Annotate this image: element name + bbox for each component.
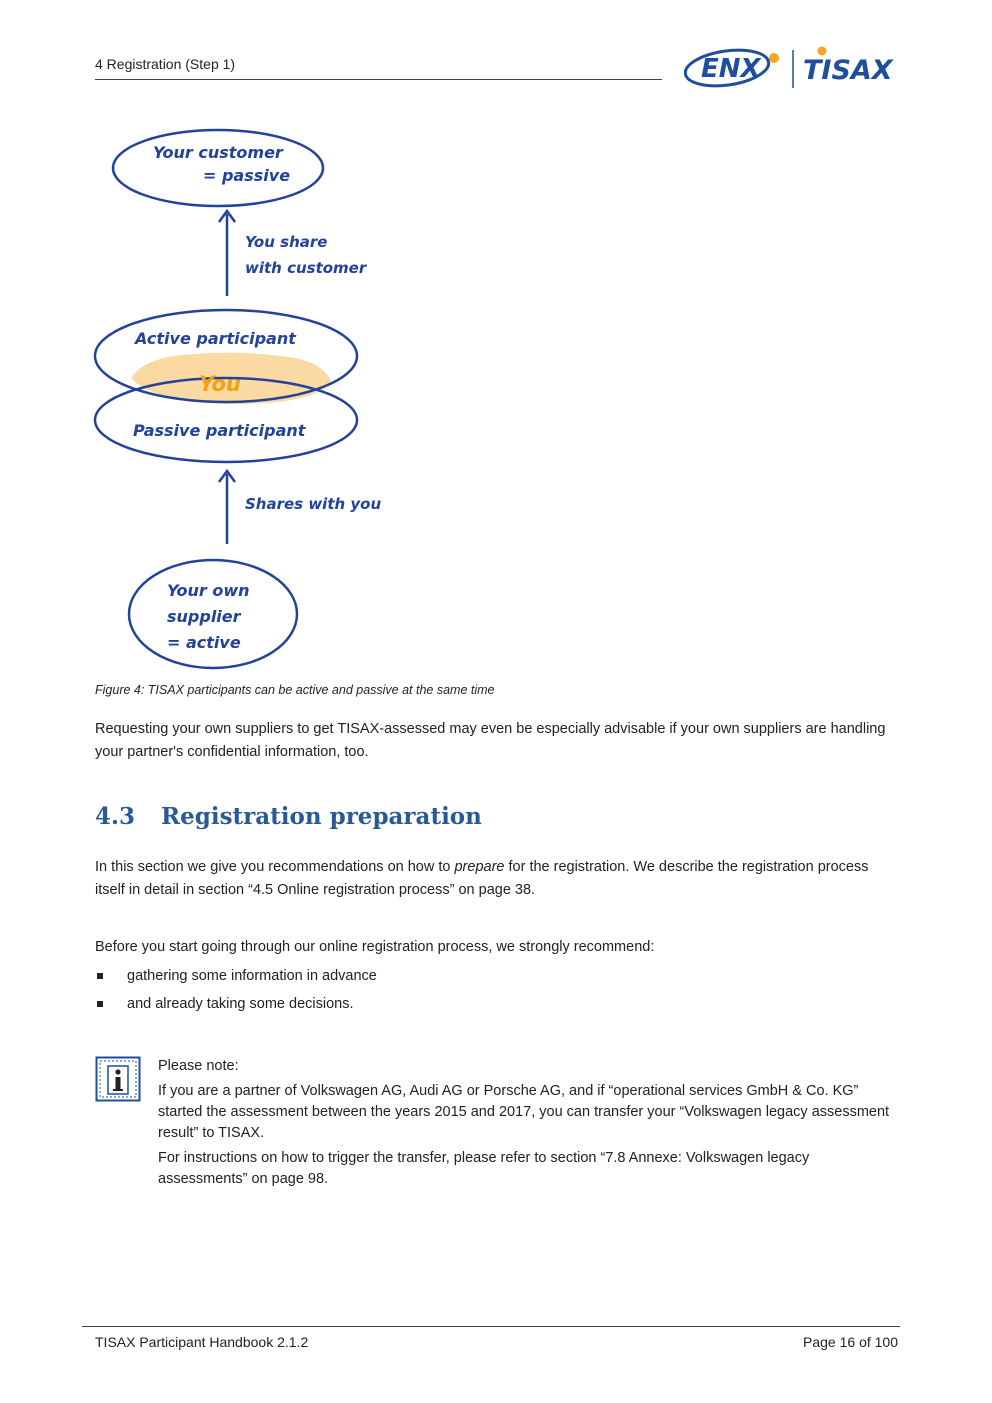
list-item-text: gathering some information in advance [127,968,377,984]
arrow-top-label-line2: with customer [245,259,368,277]
footer-doc-title: TISAX Participant Handbook 2.1.2 [95,1334,309,1350]
enx-logo-dot-icon [769,53,779,63]
arrow-top-label-line1: You share [245,233,327,251]
paragraph-suppliers: Requesting your own suppliers to get TIS… [95,721,886,760]
paragraph-preparation: In this section we give you recommendati… [95,856,895,902]
active-participant-label: Active participant [133,329,297,348]
arrow-up-top-head-icon [217,208,237,223]
participants-diagram: Your customer = passive You share with c… [93,128,381,670]
supplier-label-line1: Your own [167,581,250,600]
paragraph-preparation-part1: In this section we give you recommendati… [95,859,455,875]
paragraph-recommend: Before you start going through our onlin… [95,939,655,955]
customer-label-line2: = passive [203,166,290,185]
figure-caption: Figure 4: TISAX participants can be acti… [95,683,495,697]
bullet-square-icon [97,973,103,979]
passive-participant-label: Passive participant [133,421,307,440]
supplier-ellipse [127,558,299,670]
list-item: and already taking some decisions. [95,993,895,1016]
list-item-text: and already taking some decisions. [127,996,354,1012]
supplier-label-line2: supplier [167,607,242,626]
enx-logo-text: ENX [701,54,763,84]
section-number: 4.3 [95,803,136,830]
arrow-up-bottom-head-icon [217,468,237,483]
tisax-logo-text: TISAX [803,55,894,86]
list-item: gathering some information in advance [95,965,895,988]
section-heading: 4.3 Registration preparation [95,803,482,830]
bullet-square-icon [97,1001,103,1007]
info-note-icon [95,1056,141,1102]
arrow-bottom-label: Shares with you [245,495,381,513]
header-title: 4 Registration (Step 1) [95,56,236,72]
customer-label-line1: Your customer [153,143,284,162]
enx-logo-ring-icon [683,48,771,88]
note-box: Please note: If you are a partner of Vol… [158,1056,898,1194]
footer-rule [82,1326,900,1327]
customer-ellipse [111,128,325,208]
active-participant-ellipse [93,308,359,404]
section-title: Registration preparation [161,803,482,830]
note-body-1: If you are a partner of Volkswagen AG, A… [158,1083,890,1141]
header-rule [95,79,662,80]
supplier-label-line3: = active [167,633,241,652]
paragraph-preparation-emphasis: prepare [454,859,505,875]
you-label: You [199,372,241,396]
recommendation-list: gathering some information in advance an… [95,965,895,1021]
passive-participant-ellipse [93,376,359,464]
enx-tisax-logo: ENX TISAX [683,46,894,88]
paragraph-preparation-part2: for the registration. We describe the re… [95,859,869,898]
note-heading: Please note: [158,1058,239,1074]
note-body-2: For instructions on how to trigger the t… [158,1150,810,1187]
footer-page-number: Page 16 of 100 [803,1334,898,1350]
tisax-logo-dot-icon [817,46,827,56]
